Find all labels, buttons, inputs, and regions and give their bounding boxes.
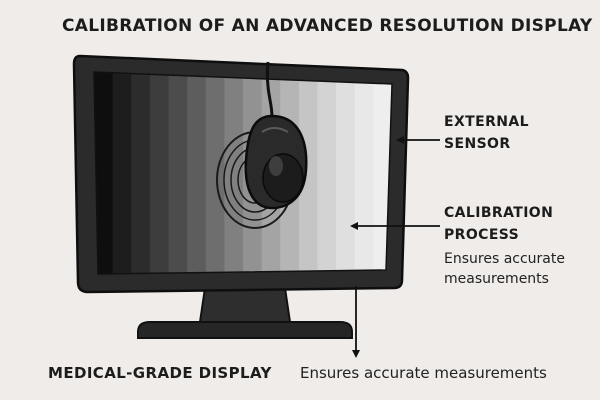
grayscale-bar bbox=[112, 72, 132, 274]
external-sensor-label: EXTERNAL SENSOR bbox=[444, 112, 529, 155]
calibration-process-label: CALIBRATION PROCESS bbox=[444, 203, 553, 246]
grayscale-bar bbox=[131, 72, 151, 274]
medical-grade-display-label: MEDICAL-GRADE DISPLAY bbox=[48, 364, 272, 382]
calibration-process-description-line2: measurements bbox=[444, 270, 549, 287]
diagram-title: CALIBRATION OF AN ADVANCED RESOLUTION DI… bbox=[62, 16, 593, 36]
external-sensor-device bbox=[244, 114, 308, 210]
grayscale-bar bbox=[317, 72, 337, 274]
monitor-screen bbox=[93, 71, 393, 275]
bottom-description: Ensures accurate measurements bbox=[300, 364, 547, 382]
grayscale-bar bbox=[94, 72, 114, 274]
calibration-process-description: Ensures accurate measurements bbox=[444, 250, 565, 289]
sensor-cable bbox=[265, 61, 274, 119]
grayscale-bar bbox=[149, 72, 170, 274]
grayscale-bar bbox=[187, 72, 207, 274]
calibration-process-label-line1: CALIBRATION bbox=[444, 205, 554, 221]
monitor-stand-base bbox=[137, 321, 353, 339]
grayscale-bar bbox=[336, 72, 356, 274]
external-sensor-label-line2: SENSOR bbox=[444, 135, 511, 152]
grayscale-test-pattern bbox=[94, 72, 392, 274]
grayscale-bar bbox=[205, 72, 225, 274]
grayscale-bar bbox=[354, 72, 374, 274]
external-sensor-label-line1: EXTERNAL bbox=[444, 114, 529, 130]
grayscale-bar bbox=[298, 72, 319, 274]
grayscale-bar bbox=[168, 72, 188, 274]
calibration-process-label-line2: PROCESS bbox=[444, 226, 520, 243]
grayscale-bar bbox=[224, 72, 244, 274]
calibration-process-description-line1: Ensures accurate bbox=[444, 251, 565, 267]
monitor-stand-neck bbox=[198, 287, 292, 323]
